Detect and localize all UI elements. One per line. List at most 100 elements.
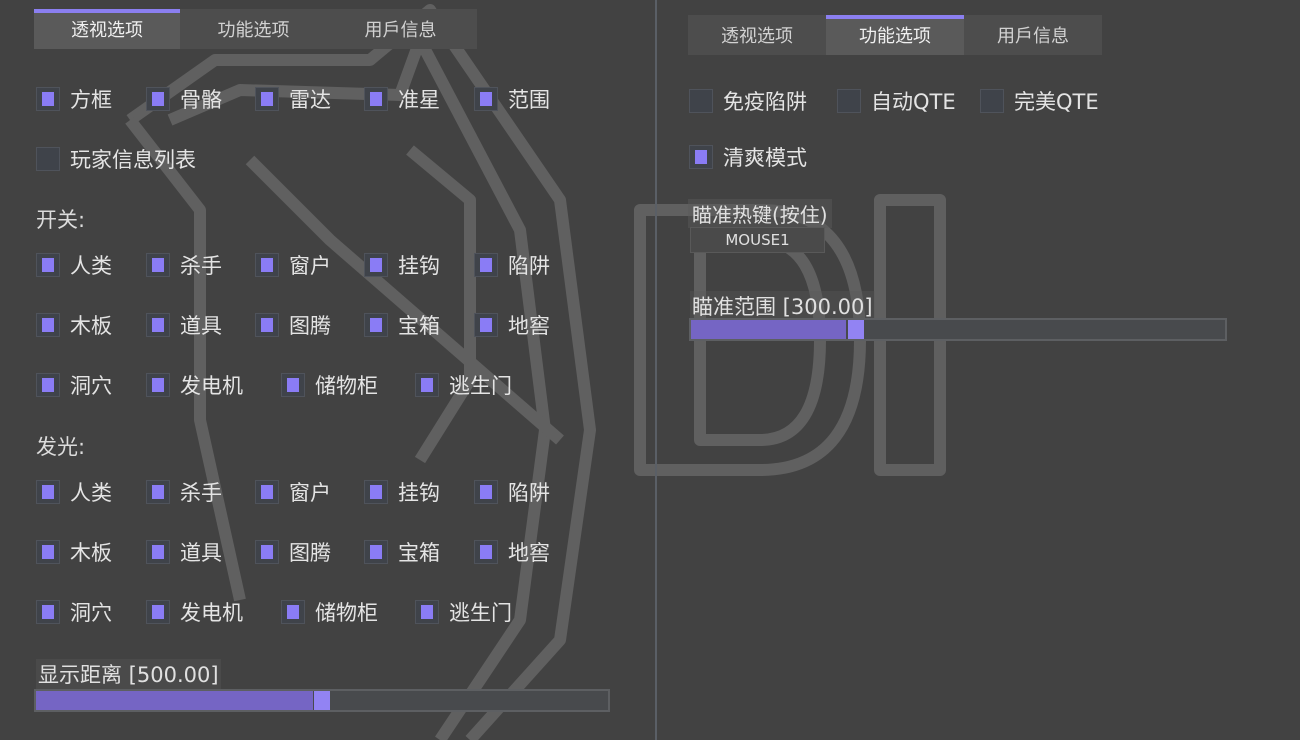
switch-checkbox-chest[interactable]: 宝箱	[364, 310, 474, 340]
glow-checkbox-hatch[interactable]: 地窖	[474, 537, 550, 567]
checkbox-label: 免疫陷阱	[723, 90, 807, 114]
aim-range-label: 瞄准范围 [300.00]	[690, 291, 875, 321]
switch-row-2: 木板 道具 图腾 宝箱 地窖	[36, 310, 550, 340]
glow-checkbox-killer[interactable]: 杀手	[146, 477, 255, 507]
glow-checkbox-human[interactable]: 人类	[36, 477, 146, 507]
esp-options-panel: 透视选项 功能选项 用戶信息 方框 骨骼 雷达 准星 范围 玩家信息列表 开关:…	[34, 9, 610, 712]
display-distance-label: 显示距离 [500.00]	[36, 659, 221, 689]
tab-bar: 透视选项 功能选项 用戶信息	[34, 9, 477, 49]
switch-checkbox-totem[interactable]: 图腾	[255, 310, 364, 340]
glow-row-2: 木板 道具 图腾 宝箱 地窖	[36, 537, 550, 567]
checkbox-label: 道具	[180, 541, 222, 565]
aim-hotkey-button[interactable]: MOUSE1	[690, 227, 825, 253]
checkbox-label: 完美QTE	[1014, 90, 1099, 114]
checkbox-label: 图腾	[289, 541, 331, 565]
checkbox-clean-mode[interactable]: 清爽模式	[689, 142, 807, 172]
checkbox-label: 发电机	[180, 601, 243, 625]
glow-checkbox-pallet[interactable]: 木板	[36, 537, 146, 567]
checkbox-label: 杀手	[180, 254, 222, 278]
checkbox-label: 道具	[180, 314, 222, 338]
checkbox-label: 地窖	[508, 541, 550, 565]
checkbox-label: 窗户	[289, 481, 331, 505]
checkbox-auto-qte[interactable]: 自动QTE	[837, 86, 980, 116]
slider-fill	[36, 691, 313, 710]
aim-hotkey-label: 瞄准热键(按住)	[688, 199, 832, 228]
glow-checkbox-hook[interactable]: 挂钩	[364, 477, 474, 507]
tab-feature-options[interactable]: 功能选项	[826, 15, 964, 55]
checkbox-label: 杀手	[180, 481, 222, 505]
glow-checkbox-trap[interactable]: 陷阱	[474, 477, 550, 507]
checkbox-box-esp[interactable]: 方框	[36, 84, 146, 114]
checkbox-label: 方框	[70, 88, 112, 112]
checkbox-radar[interactable]: 雷达	[255, 84, 364, 114]
glow-checkbox-generator[interactable]: 发电机	[146, 597, 281, 627]
switch-checkbox-pallet[interactable]: 木板	[36, 310, 146, 340]
checkbox-label: 人类	[70, 254, 112, 278]
switch-row-3: 洞穴 发电机 储物柜 逃生门	[36, 370, 512, 400]
glow-checkbox-exit-gate[interactable]: 逃生门	[415, 597, 512, 627]
glow-checkbox-chest[interactable]: 宝箱	[364, 537, 474, 567]
glow-row-1: 人类 杀手 窗户 挂钩 陷阱	[36, 477, 550, 507]
switch-checkbox-trap[interactable]: 陷阱	[474, 250, 550, 280]
switch-row-1: 人类 杀手 窗户 挂钩 陷阱	[36, 250, 550, 280]
glow-section-title: 发光:	[36, 435, 86, 459]
checkbox-player-info-list[interactable]: 玩家信息列表	[36, 144, 196, 174]
switch-section-title: 开关:	[36, 208, 86, 232]
checkbox-label: 雷达	[289, 88, 331, 112]
checkbox-label: 宝箱	[398, 541, 440, 565]
checkbox-label: 挂钩	[398, 254, 440, 278]
checkbox-label: 洞穴	[70, 374, 112, 398]
checkbox-crosshair[interactable]: 准星	[364, 84, 474, 114]
feature-options-row: 免疫陷阱 自动QTE 完美QTE	[689, 86, 1099, 116]
checkbox-skeleton[interactable]: 骨骼	[146, 84, 255, 114]
glow-row-3: 洞穴 发电机 储物柜 逃生门	[36, 597, 512, 627]
tab-esp-options[interactable]: 透视选项	[721, 26, 793, 47]
switch-checkbox-window[interactable]: 窗户	[255, 250, 364, 280]
display-distance-slider[interactable]	[34, 689, 610, 712]
tab-user-info[interactable]: 用戶信息	[364, 20, 437, 41]
tab-bar: 透视选项 功能选项 用戶信息	[688, 15, 1102, 55]
switch-checkbox-generator[interactable]: 发电机	[146, 370, 281, 400]
switch-checkbox-hook[interactable]: 挂钩	[364, 250, 474, 280]
slider-thumb[interactable]	[848, 320, 864, 339]
checkbox-label: 骨骼	[180, 88, 222, 112]
feature-options-panel: 透视选项 功能选项 用戶信息 免疫陷阱 自动QTE 完美QTE 清爽模式 瞄准热…	[657, 0, 1300, 740]
glow-checkbox-item[interactable]: 道具	[146, 537, 255, 567]
switch-checkbox-locker[interactable]: 储物柜	[281, 370, 415, 400]
glow-checkbox-cave[interactable]: 洞穴	[36, 597, 146, 627]
switch-checkbox-killer[interactable]: 杀手	[146, 250, 255, 280]
tab-esp-options[interactable]: 透视选项	[34, 9, 180, 49]
esp-top-options-row: 方框 骨骼 雷达 准星 范围	[36, 84, 550, 114]
checkbox-label: 储物柜	[315, 601, 378, 625]
checkbox-label: 范围	[508, 88, 550, 112]
switch-checkbox-cave[interactable]: 洞穴	[36, 370, 146, 400]
checkbox-immune-trap[interactable]: 免疫陷阱	[689, 86, 837, 116]
glow-checkbox-totem[interactable]: 图腾	[255, 537, 364, 567]
checkbox-label: 挂钩	[398, 481, 440, 505]
switch-checkbox-item[interactable]: 道具	[146, 310, 255, 340]
glow-checkbox-locker[interactable]: 储物柜	[281, 597, 415, 627]
switch-checkbox-exit-gate[interactable]: 逃生门	[415, 370, 512, 400]
slider-thumb[interactable]	[314, 691, 330, 710]
checkbox-label: 地窖	[508, 314, 550, 338]
tab-user-info[interactable]: 用戶信息	[997, 26, 1069, 47]
switch-checkbox-human[interactable]: 人类	[36, 250, 146, 280]
checkbox-label: 洞穴	[70, 601, 112, 625]
checkbox-label: 逃生门	[449, 601, 512, 625]
checkbox-perfect-qte[interactable]: 完美QTE	[980, 86, 1099, 116]
checkbox-label: 人类	[70, 481, 112, 505]
checkbox-label: 自动QTE	[871, 90, 956, 114]
tab-feature-options[interactable]: 功能选项	[217, 20, 290, 41]
checkbox-label: 图腾	[289, 314, 331, 338]
checkbox-label: 陷阱	[508, 481, 550, 505]
aim-range-slider[interactable]	[689, 318, 1227, 341]
switch-checkbox-hatch[interactable]: 地窖	[474, 310, 550, 340]
checkbox-label: 发电机	[180, 374, 243, 398]
checkbox-range[interactable]: 范围	[474, 84, 550, 114]
glow-checkbox-window[interactable]: 窗户	[255, 477, 364, 507]
checkbox-label: 清爽模式	[723, 146, 807, 170]
clean-mode-row: 清爽模式	[689, 142, 807, 172]
checkbox-label: 储物柜	[315, 374, 378, 398]
slider-fill	[691, 320, 846, 339]
